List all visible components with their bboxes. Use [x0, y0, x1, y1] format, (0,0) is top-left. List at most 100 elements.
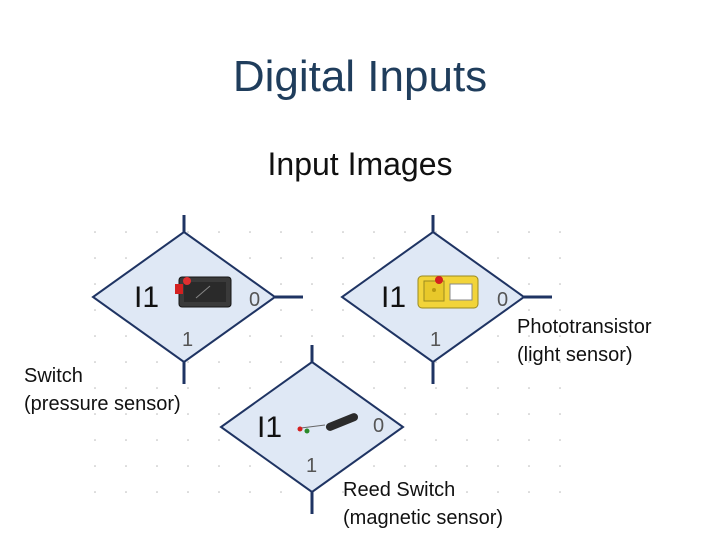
grid-dot: [373, 231, 375, 233]
grid-dot: [125, 231, 127, 233]
grid-dot: [125, 465, 127, 467]
grid-dot: [404, 413, 406, 415]
grid-dot: [466, 231, 468, 233]
grid-dot: [249, 361, 251, 363]
caption-reed-switch-line1: Reed Switch: [343, 479, 456, 501]
grid-dot: [156, 491, 158, 493]
phototransistor-icon: [417, 275, 479, 309]
grid-dot: [497, 413, 499, 415]
grid-dot: [435, 413, 437, 415]
grid-dot: [156, 439, 158, 441]
grid-dot: [311, 257, 313, 259]
grid-dot: [280, 335, 282, 337]
grid-dot: [249, 231, 251, 233]
grid-dot: [249, 465, 251, 467]
tile-phototransistor-state-1: 1: [430, 329, 441, 351]
tile-phototransistor-input-label: I1: [381, 281, 406, 314]
grid-dot: [528, 335, 530, 337]
grid-dot: [218, 387, 220, 389]
grid-dot: [280, 309, 282, 311]
caption-switch-line1: Switch: [24, 365, 83, 387]
grid-dot: [249, 257, 251, 259]
grid-dot: [249, 335, 251, 337]
tile-switch[interactable]: I1 0 1: [91, 215, 303, 384]
grid-dot: [156, 413, 158, 415]
grid-dot: [373, 257, 375, 259]
page-subtitle: Input Images: [267, 146, 453, 182]
grid-dot: [466, 439, 468, 441]
grid-dot: [342, 283, 344, 285]
grid-dot: [125, 335, 127, 337]
tile-phototransistor[interactable]: I1 0 1: [340, 215, 552, 384]
grid-dot: [528, 413, 530, 415]
grid-dot: [311, 283, 313, 285]
caption-phototransistor-line2: (light sensor): [517, 344, 633, 366]
grid-dot: [435, 465, 437, 467]
grid-dot: [249, 387, 251, 389]
grid-dot: [94, 361, 96, 363]
grid-dot: [404, 361, 406, 363]
grid-dot: [94, 231, 96, 233]
grid-dot: [404, 231, 406, 233]
grid-dot: [466, 491, 468, 493]
grid-dot: [373, 491, 375, 493]
caption-phototransistor: Phototransistor (light sensor): [517, 313, 652, 369]
grid-dot: [94, 309, 96, 311]
grid-dot: [94, 465, 96, 467]
grid-dot: [342, 335, 344, 337]
grid-dot: [559, 361, 561, 363]
grid-dot: [94, 257, 96, 259]
caption-phototransistor-line1: Phototransistor: [517, 316, 652, 338]
grid-dot: [218, 231, 220, 233]
grid-dot: [311, 231, 313, 233]
grid-dot: [528, 257, 530, 259]
grid-dot: [559, 491, 561, 493]
grid-dot: [187, 413, 189, 415]
grid-dot: [435, 231, 437, 233]
grid-dot: [528, 491, 530, 493]
grid-dot: [497, 335, 499, 337]
grid-dot: [497, 465, 499, 467]
grid-dot: [125, 387, 127, 389]
grid-dot: [94, 283, 96, 285]
caption-reed-switch-line2: (magnetic sensor): [343, 507, 504, 529]
tile-reed-switch-input-label: I1: [257, 411, 282, 444]
grid-dot: [373, 335, 375, 337]
grid-dot: [156, 361, 158, 363]
grid-dot: [94, 387, 96, 389]
grid-dot: [187, 491, 189, 493]
grid-dot: [373, 361, 375, 363]
grid-dot: [125, 361, 127, 363]
tile-switch-input-label: I1: [134, 281, 159, 314]
grid-dot: [125, 413, 127, 415]
grid-dot: [311, 309, 313, 311]
grid-dot: [249, 491, 251, 493]
grid-dot: [528, 309, 530, 311]
grid-dot: [94, 335, 96, 337]
tile-switch-state-1: 1: [182, 329, 193, 351]
grid-dot: [528, 283, 530, 285]
grid-dot: [187, 231, 189, 233]
tile-reed-switch[interactable]: I1 0 1: [219, 345, 405, 514]
grid-dot: [218, 439, 220, 441]
grid-dot: [435, 439, 437, 441]
tile-switch-state-0: 0: [249, 289, 260, 311]
grid-dot: [404, 491, 406, 493]
grid-dot: [156, 387, 158, 389]
grid-dot: [435, 387, 437, 389]
grid-dot: [559, 439, 561, 441]
grid-dot: [404, 387, 406, 389]
grid-dot: [559, 283, 561, 285]
grid-dot: [466, 387, 468, 389]
grid-dot: [342, 231, 344, 233]
grid-dot: [342, 361, 344, 363]
grid-dot: [94, 491, 96, 493]
grid-dot: [280, 491, 282, 493]
grid-dot: [125, 257, 127, 259]
grid-dot: [342, 309, 344, 311]
grid-dot: [559, 465, 561, 467]
grid-dot: [187, 465, 189, 467]
caption-reed-switch: Reed Switch (magnetic sensor): [343, 476, 503, 532]
grid-dot: [559, 335, 561, 337]
